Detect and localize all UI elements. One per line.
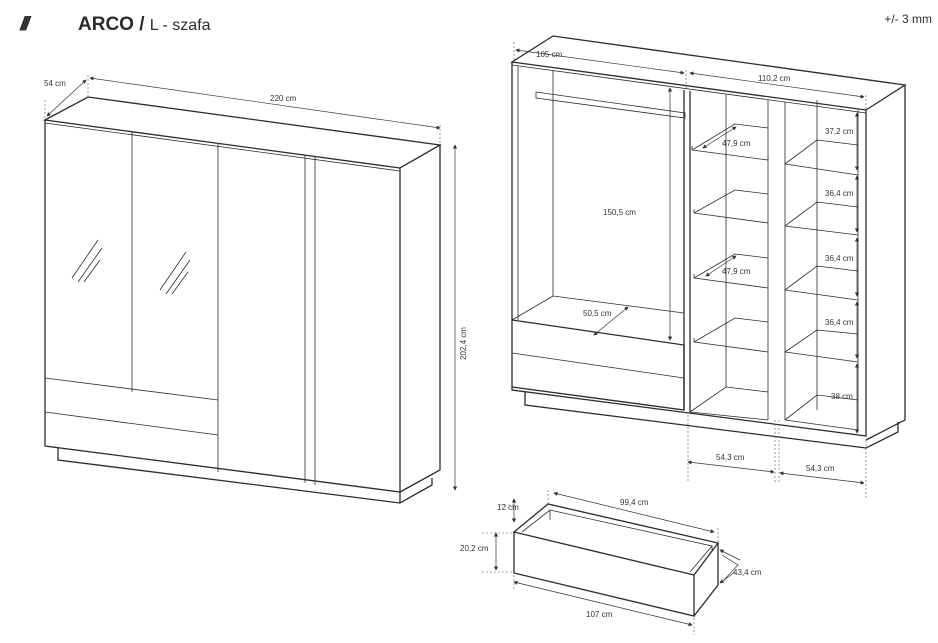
product-name: ARCO / — [78, 14, 145, 35]
bay-width-label-2: 54,3 cm — [806, 464, 835, 473]
gap-label-1: 37,2 cm — [825, 127, 854, 136]
tolerance-note: +/- 3 mm — [884, 12, 932, 26]
hanging-height-label: 150,5 cm — [603, 208, 636, 217]
shelf-depth-label-2: 47,9 cm — [722, 267, 751, 276]
wardrobe-exterior: 54 cm 220 cm 202,4 cm — [42, 75, 468, 504]
drawer-inner-height-label: 12 cm — [497, 503, 519, 512]
bay-width-label-1: 54,3 cm — [716, 453, 745, 462]
page-title: ARCO / L - szafa — [78, 14, 211, 36]
drawer-front-width-label: 107 cm — [586, 610, 613, 619]
shelves — [691, 123, 859, 363]
gap-label-3: 36,4 cm — [825, 254, 854, 263]
drawer-depth-label: 43,4 cm — [733, 568, 762, 577]
drawer: 99,4 cm 12 cm 20,2 cm 43,4 cm 107 cm — [460, 490, 762, 635]
height-label: 202,4 cm — [459, 327, 468, 360]
shelf-depth-label-1: 47,9 cm — [722, 139, 751, 148]
width-label: 220 cm — [270, 94, 297, 103]
depth-label: 54 cm — [44, 79, 66, 88]
hanging-depth-label: 50,5 cm — [583, 309, 612, 318]
mirror-reflection-icon — [71, 239, 191, 295]
brand-logo: /// — [20, 14, 30, 35]
left-width-label: 105 cm — [536, 50, 563, 59]
wardrobe-interior: 105 cm 110,2 cm 150,5 cm 50,5 cm 47,9 cm… — [510, 35, 907, 500]
product-type: L - szafa — [149, 17, 211, 34]
gap-label-5: 38 cm — [831, 392, 853, 401]
gap-label-4: 36,4 cm — [825, 318, 854, 327]
right-width-label: 110,2 cm — [758, 74, 791, 83]
drawer-inner-width-label: 99,4 cm — [620, 498, 649, 507]
gap-label-2: 36,4 cm — [825, 189, 854, 198]
drawer-front-height-label: 20,2 cm — [460, 544, 489, 553]
